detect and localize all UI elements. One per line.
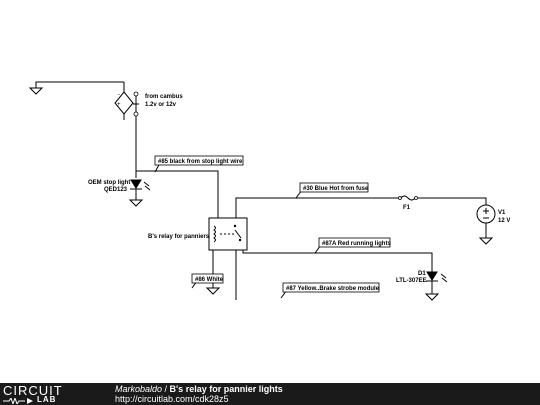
circuit-title[interactable]: B's relay for pannier lights [169, 384, 283, 394]
schematic-canvas: - + from cambus 1.2v or 12v OEM stop lig… [28, 81, 510, 301]
source-plus: + [117, 102, 121, 108]
circuit-title-line: Markobaldo / B's relay for pannier light… [115, 384, 283, 394]
relay-label: B's relay for panniers [148, 234, 210, 240]
logo-wire-icon [3, 398, 33, 404]
relay: B's relay for panniers [148, 217, 248, 251]
tag-87a-text: #87A Red running lights [322, 241, 391, 247]
tag-87-text: #87 Yellow..Brake strobe module [286, 286, 380, 292]
battery-v1: V1 12 V [476, 204, 510, 245]
diode-part: LTL-307EE [396, 278, 427, 284]
tag-86: #86 White [191, 273, 224, 289]
circuitlab-logo[interactable]: CIRCUIT LAB [3, 383, 91, 404]
source-minus: - [118, 92, 120, 98]
tag-30-text: #30 Blue Hot from fuse [303, 186, 369, 192]
tag-87a: #87A Red running lights [314, 237, 391, 254]
tag-30: #30 Blue Hot from fuse [295, 182, 369, 199]
cambus-source: - + from cambus 1.2v or 12v [114, 82, 183, 120]
tag-85: #85 black from stop light wire [154, 155, 244, 173]
oem-stop-light-led: OEM stop light QED123 [88, 179, 151, 207]
stop-light-part: QED123 [104, 187, 128, 193]
battery-value: 12 V [498, 218, 510, 224]
tag-85-text: #85 black from stop light wire [158, 159, 243, 165]
ground-symbol-left [28, 81, 124, 95]
battery-name: V1 [498, 210, 506, 216]
tag-86-text: #86 White [195, 277, 224, 283]
logo-bottom-text: LAB [37, 395, 57, 404]
source-label: from cambus [145, 94, 183, 100]
logo-top-text: CIRCUIT [3, 383, 63, 398]
diode-name: D1 [418, 271, 426, 277]
led-d1: D1 LTL-307EE [396, 271, 448, 301]
author-link[interactable]: Markobaldo [115, 384, 163, 394]
fuse-label: F1 [403, 205, 411, 211]
source-value: 1.2v or 12v [145, 102, 177, 108]
circuit-url[interactable]: http://circuitlab.com/cdk28z5 [115, 394, 229, 404]
title-separator: / [162, 384, 170, 394]
tag-87: #87 Yellow..Brake strobe module [280, 282, 380, 299]
footer-bar: CIRCUIT LAB Markobaldo / B's relay for p… [0, 383, 540, 405]
fuse-f1: F1 [398, 195, 418, 211]
stop-light-name: OEM stop light [88, 180, 130, 186]
